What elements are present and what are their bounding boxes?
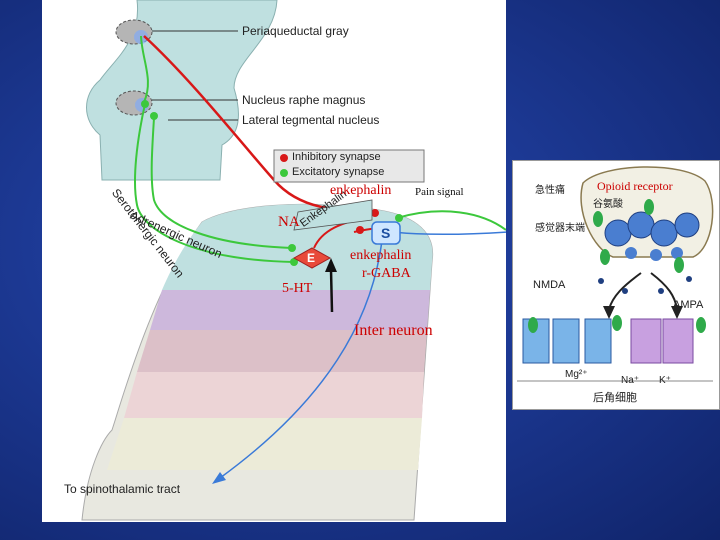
inter-neuron-label: Inter neuron: [354, 322, 433, 339]
excitatory-legend-label: Excitatory synapse: [292, 166, 385, 178]
glutamate-label: 谷氨酸: [593, 199, 623, 210]
opioid-receptor-label: Opioid receptor: [597, 179, 673, 193]
nrm-label: Nucleus raphe magnus: [242, 93, 366, 107]
enkephalin-mid-label: enkephalin: [350, 248, 412, 263]
pain-pathway-diagram: Periaqueductal gray Nucleus raphe magnus…: [42, 0, 506, 522]
nmda-label: NMDA: [533, 279, 566, 291]
na-ion-label: Na⁺: [621, 375, 640, 386]
ampa-label: AMPA: [673, 299, 704, 311]
synapse-illustration: [517, 166, 714, 382]
cord-band-cream: [107, 418, 422, 470]
pag-label: Periaqueductal gray: [242, 24, 349, 38]
cord-band-top: [162, 204, 433, 290]
sensory-terminal-label: 感觉器末端: [535, 223, 585, 234]
cord-band-pink: [124, 372, 424, 418]
cell-s-label: S: [381, 225, 391, 241]
ltn-label: Lateral tegmental nucleus: [242, 113, 380, 127]
brainstem-shape: [86, 0, 278, 181]
acute-pain-label: 急性痛: [535, 185, 565, 196]
cell-s-shape: [371, 221, 401, 245]
cell-e-label: E: [307, 251, 316, 265]
enkephalin-top-label: enkephalin: [330, 183, 392, 198]
spinothalamic-label: To spinothalamic tract: [64, 482, 181, 496]
mg-label: Mg²⁺: [565, 369, 588, 380]
pain-signal-label: Pain signal: [415, 186, 464, 198]
na-label: NA: [278, 214, 300, 230]
cell-e-shape: [292, 247, 332, 269]
cord-band-mauve: [137, 330, 427, 372]
receptor-inset: Opioid receptor 急性痛 谷氨酸 感觉器末端 NMDA AMPA …: [512, 160, 720, 410]
enkephalin-ribbon: [293, 199, 373, 231]
k-ion-label: K⁺: [659, 375, 671, 386]
gaba-label: r-GABA: [362, 266, 411, 281]
dorsal-horn-cell-label: 后角细胞: [593, 392, 637, 404]
pathway-illustration: [81, 0, 506, 521]
five-ht-label: 5-HT: [282, 281, 313, 296]
legend-box: [273, 149, 425, 183]
inhibitory-legend-label: Inhibitory synapse: [292, 151, 381, 163]
